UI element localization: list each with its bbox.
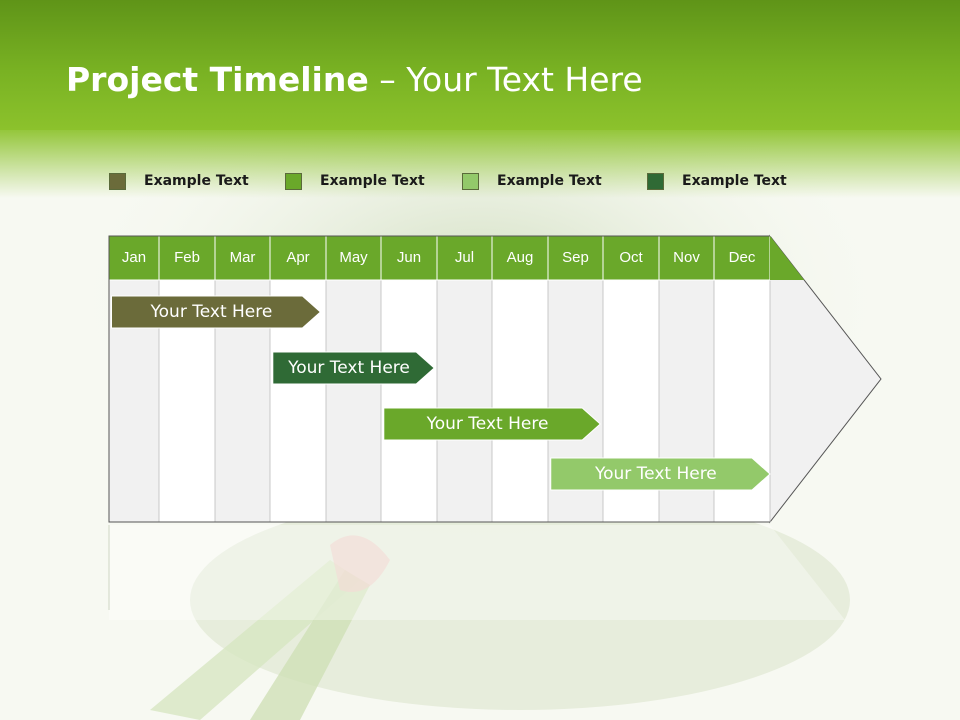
legend-swatch [647,172,664,190]
month-header-cell [713,235,771,281]
legend-label: Example Text [497,173,602,189]
month-label-mar: Mar [229,249,256,266]
legend-item: Example Text [285,170,425,192]
title-rest: – Your Text Here [368,60,643,99]
month-label-dec: Dec [728,249,756,266]
legend-swatch [109,172,126,190]
page-title: Project Timeline – Your Text Here [66,60,643,99]
month-header-cell [491,235,549,281]
legend-swatch [462,172,479,190]
grid-reflection [109,525,845,620]
month-label-feb: Feb [174,249,200,266]
month-header-cell [380,235,438,281]
month-label-jan: Jan [121,249,147,266]
month-label-jul: Jul [454,249,475,266]
month-label-oct: Oct [619,249,643,266]
month-label-jun: Jun [396,249,422,266]
legend-item: Example Text [462,170,602,192]
legend-swatch [285,172,302,190]
task-bar [272,351,435,385]
month-column [325,279,382,523]
task-bar-label: Your Text Here [426,414,549,434]
header-band [0,0,960,130]
header-tip-wedge [770,236,805,280]
task-bar-label: Your Text Here [150,302,273,322]
month-label-may: May [339,249,368,266]
timeline-border [108,235,770,523]
task-bar [111,295,322,329]
month-header-cell [158,235,216,281]
task-bar [383,407,602,441]
month-label-nov: Nov [673,249,700,266]
month-header-cell [602,235,660,281]
month-label-aug: Aug [506,249,534,266]
month-column [491,279,549,523]
task-bar-label: Your Text Here [288,358,410,378]
task-bar [550,457,771,491]
month-header-cell [436,235,493,281]
month-header-cell [658,235,715,281]
legend-item: Example Text [647,170,787,192]
legend-label: Example Text [682,173,787,189]
month-header-cell [547,235,604,281]
month-column [380,279,438,523]
legend-label: Example Text [144,173,249,189]
header-fade [0,128,960,198]
legend-item: Example Text [109,170,249,192]
task-bar-label: Your Text Here [594,464,717,484]
month-column [436,279,493,523]
month-header-cell [214,235,271,281]
title-bold: Project Timeline [66,60,369,99]
legend-label: Example Text [320,173,425,189]
month-header-cell [108,235,160,281]
month-header-cell [325,235,382,281]
month-label-sep: Sep [562,249,589,266]
month-label-apr: Apr [286,249,310,266]
